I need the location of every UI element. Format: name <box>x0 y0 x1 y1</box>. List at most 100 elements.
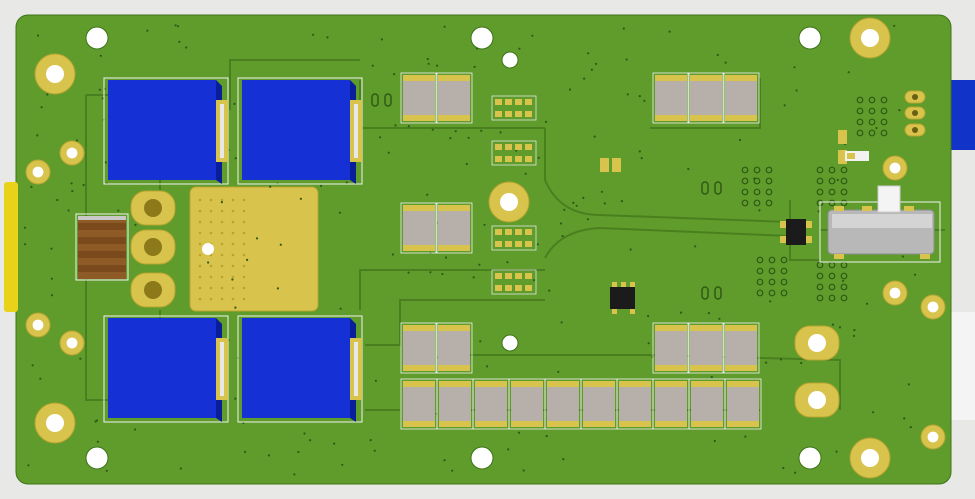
oval-pad-hole-1 <box>144 238 162 256</box>
pad-via <box>220 286 224 290</box>
via-ring <box>741 166 749 174</box>
pad-via <box>231 198 235 202</box>
oval-pad-hole-4 <box>808 391 826 409</box>
via <box>279 243 282 246</box>
via <box>369 439 372 442</box>
white-hole-6 <box>798 446 822 470</box>
via <box>465 162 468 166</box>
pad-via <box>231 264 235 268</box>
res-array-d-pad <box>525 273 532 279</box>
via <box>50 294 54 297</box>
smd-white <box>845 151 869 161</box>
cap-bottom-0-body <box>403 381 435 427</box>
trace-3 <box>544 128 791 223</box>
coil-turn <box>78 244 126 251</box>
via <box>479 340 482 343</box>
pad-via <box>220 198 224 202</box>
cap-right-0-end-top <box>655 75 687 81</box>
via <box>909 426 912 429</box>
cap-right-1-body <box>690 75 722 121</box>
via <box>561 235 564 238</box>
cap-bottom-5-body <box>583 381 615 427</box>
via-ring <box>880 129 888 137</box>
via <box>638 95 641 98</box>
via <box>312 33 315 36</box>
via <box>626 93 629 96</box>
trace-5 <box>359 269 545 310</box>
via <box>426 57 429 61</box>
via-ring <box>741 177 749 185</box>
res-array-a-pad <box>505 111 512 117</box>
via <box>309 439 312 442</box>
via-ring <box>768 278 776 286</box>
via <box>590 68 594 71</box>
cap-bottom-6-end-top <box>619 381 651 387</box>
cap-bottom-2-end-bottom <box>475 421 507 427</box>
via-ring <box>840 177 848 185</box>
cap-right-4-outline <box>687 322 725 374</box>
cap-right-1-end-top <box>690 75 722 81</box>
res-array-a-pad <box>495 99 502 105</box>
cap-bottom-3-end-bottom <box>511 421 543 427</box>
cap-right-5-end-top <box>725 325 757 331</box>
via <box>117 209 120 212</box>
pad-via <box>231 242 235 246</box>
cap-right-4-end-bottom <box>690 365 722 371</box>
cap-right-5-outline <box>722 322 760 374</box>
via-ring <box>828 272 836 280</box>
large-mount-hole-center-0 <box>46 65 64 83</box>
cap-right-3-outline <box>652 322 690 374</box>
via-ring <box>753 188 761 196</box>
via <box>486 365 489 368</box>
connector-pin-3 <box>834 254 844 259</box>
via <box>36 134 39 137</box>
res-array-a-outline <box>491 95 537 121</box>
res-array-c-pad <box>495 241 502 247</box>
via <box>380 38 383 41</box>
cap-bottom-7-end-top <box>655 381 687 387</box>
via-ring <box>753 199 761 207</box>
pad-via <box>242 264 246 268</box>
pad-via <box>220 297 224 301</box>
via <box>522 469 525 472</box>
via <box>898 109 901 112</box>
via <box>101 97 104 100</box>
cap-left-1-outline <box>435 72 473 124</box>
white-hole-2 <box>501 51 519 69</box>
via <box>267 454 271 457</box>
cap-left-5-body <box>438 325 470 371</box>
cap-left-5-end-bottom <box>438 365 470 371</box>
via-ring <box>828 199 836 207</box>
small-gold-hole-center-6 <box>927 301 939 313</box>
coil-top <box>78 216 126 220</box>
cap-bottom-3-end-top <box>511 381 543 387</box>
via <box>758 209 761 212</box>
via <box>443 25 446 28</box>
res-array-a-pad <box>525 99 532 105</box>
via <box>562 458 565 461</box>
via <box>687 167 690 171</box>
via <box>765 361 768 364</box>
via <box>544 120 548 123</box>
cap-right-2-outline <box>722 72 760 124</box>
via <box>23 226 27 229</box>
via <box>903 417 906 420</box>
via <box>587 52 590 55</box>
via <box>572 201 575 204</box>
pad-via <box>242 220 246 224</box>
via-ring <box>840 283 848 291</box>
small-gold-hole-center-2 <box>32 166 44 178</box>
via <box>50 277 54 280</box>
via-ring <box>880 96 888 104</box>
cap-bottom-9-body <box>727 381 759 427</box>
pad-via <box>198 231 202 235</box>
via <box>536 243 539 246</box>
via-ring <box>765 199 773 207</box>
via <box>99 54 102 57</box>
via-ring <box>828 166 836 174</box>
via <box>220 201 223 204</box>
res-array-d-pad <box>505 273 512 279</box>
via-ring <box>840 199 848 207</box>
pad-via <box>198 286 202 290</box>
